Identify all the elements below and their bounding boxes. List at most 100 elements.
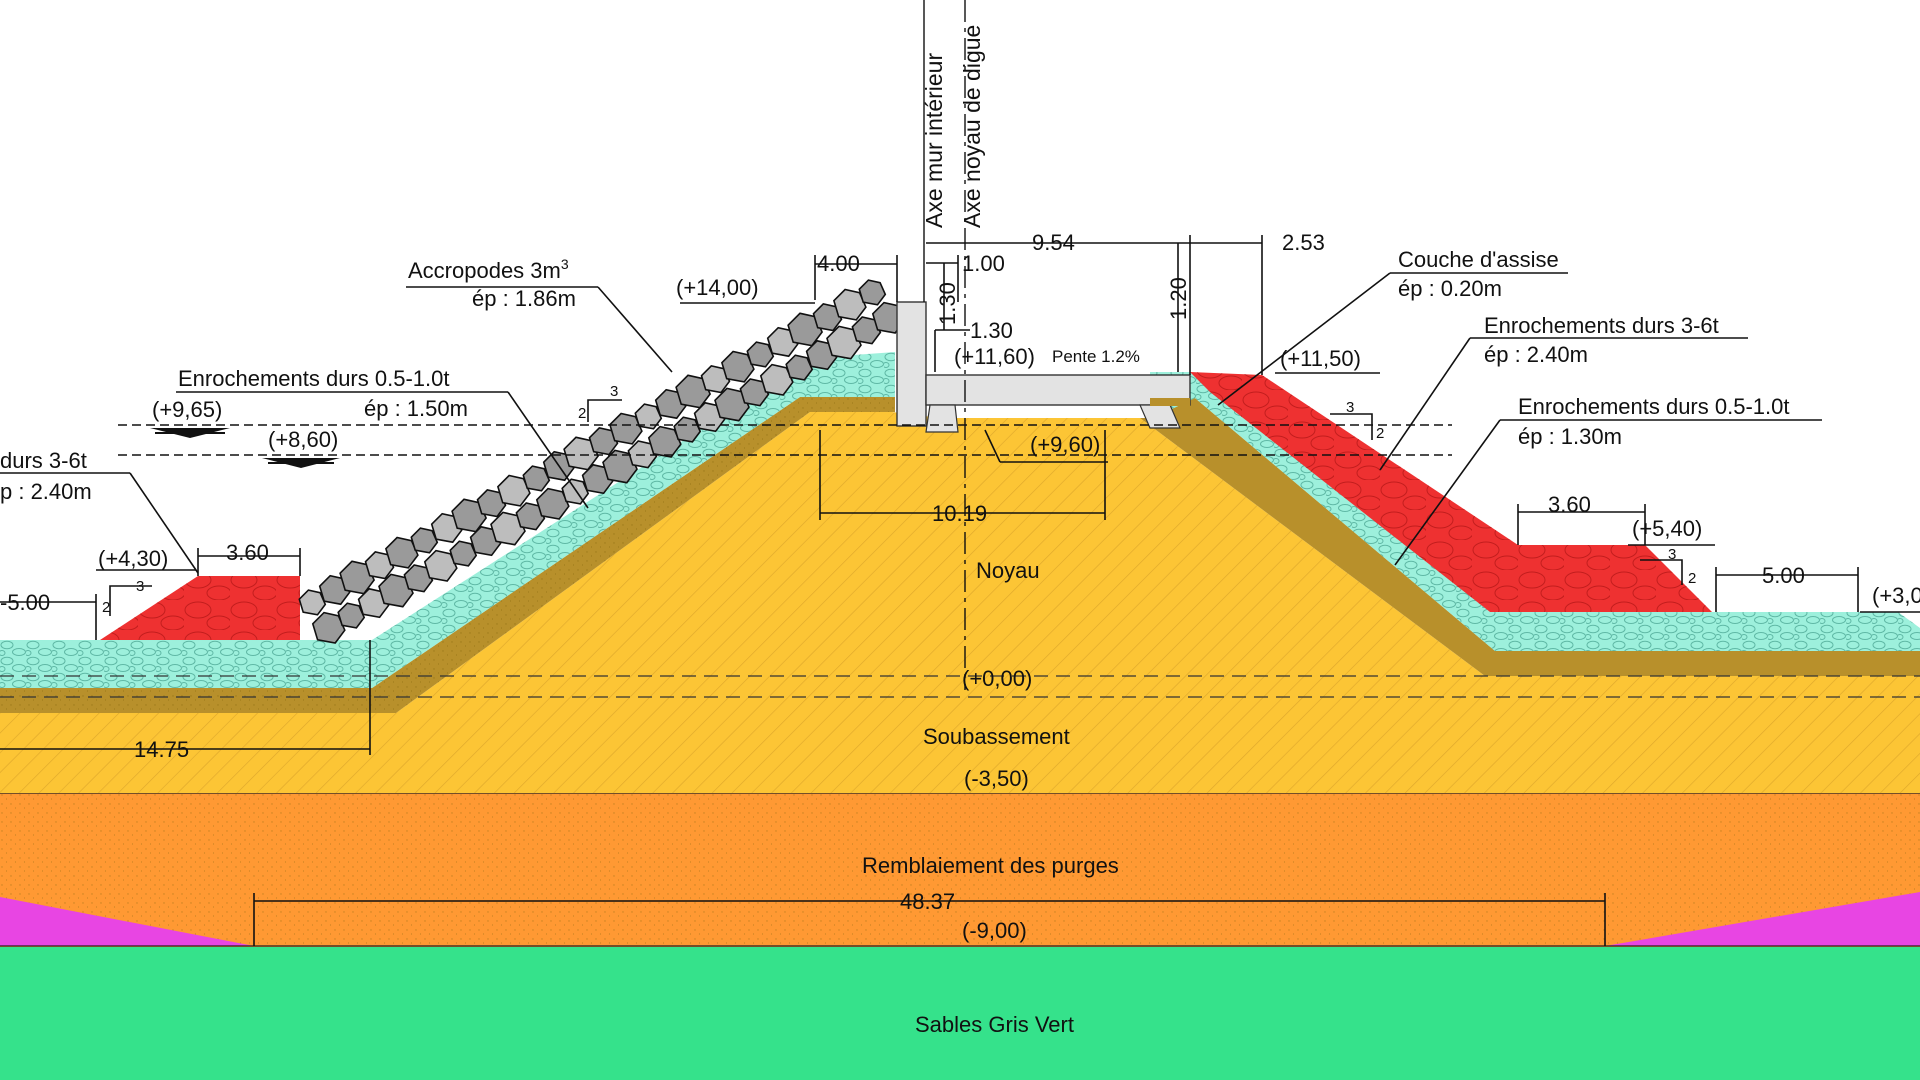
label-accropodes: Accropodes 3m3 bbox=[408, 256, 569, 283]
dim-130-vertical: 1.30 bbox=[935, 282, 960, 325]
accropode-block bbox=[746, 341, 775, 368]
accropode-block bbox=[739, 378, 770, 407]
label-pente: Pente 1.2% bbox=[1052, 347, 1140, 366]
layer-sables bbox=[0, 946, 1920, 1080]
accropode-block bbox=[490, 511, 526, 546]
accropode-block bbox=[714, 387, 750, 422]
elev-m350: (-3,50) bbox=[964, 766, 1029, 791]
slope-left-3: 3 bbox=[610, 383, 618, 400]
slope-left2-3: 3 bbox=[136, 578, 144, 595]
secondary-right-stones bbox=[1150, 372, 1920, 651]
slope-left-2: 2 bbox=[578, 405, 586, 422]
dim-360-left: 3.60 bbox=[226, 540, 269, 565]
label-enr-05-left: Enrochements durs 0.5-1.0t bbox=[178, 366, 449, 391]
label-accropodes-ep: ép : 1.86m bbox=[472, 286, 576, 311]
label-enr-05-right: Enrochements durs 0.5-1.0t bbox=[1518, 394, 1789, 419]
dim-360-right: 3.60 bbox=[1548, 492, 1591, 517]
accropode-block bbox=[832, 288, 867, 321]
elev-860: (+8,60) bbox=[268, 427, 338, 452]
accropode-block bbox=[496, 474, 531, 507]
accropode-block bbox=[608, 412, 643, 445]
secondary-left-stones bbox=[0, 352, 895, 688]
accropode-block bbox=[298, 589, 327, 616]
accropode-block bbox=[410, 527, 439, 554]
accropode-block bbox=[311, 611, 346, 644]
red-left-stones bbox=[100, 576, 300, 640]
accropode-block bbox=[515, 502, 546, 531]
axis-mur-interieur-label: Axe mur intérieur bbox=[921, 53, 947, 228]
accropodes-armour bbox=[298, 279, 906, 644]
dim-120: 1.20 bbox=[1166, 277, 1191, 320]
dim-130-horizontal: 1.30 bbox=[970, 318, 1013, 343]
dim-4837: 48.37 bbox=[900, 889, 955, 914]
elev-1150: (+11,50) bbox=[1280, 346, 1361, 371]
accropode-block bbox=[812, 303, 843, 332]
label-soubassement: Soubassement bbox=[923, 724, 1070, 749]
label-couche-assise: Couche d'assise bbox=[1398, 247, 1559, 272]
red-right-stones bbox=[1190, 372, 1712, 612]
slope-right-2: 2 bbox=[1376, 425, 1384, 442]
accropode-block bbox=[759, 363, 794, 396]
accropode-block bbox=[634, 403, 663, 430]
axis-noyau-label: Axe noyau de digue bbox=[959, 25, 985, 228]
crown-wall-slab bbox=[925, 374, 1191, 406]
elev-m900: (-9,00) bbox=[962, 918, 1027, 943]
label-enr-36-right-ep: ép : 2.40m bbox=[1484, 342, 1588, 367]
filtre-texture bbox=[0, 397, 895, 713]
water-level-triangle-icon bbox=[150, 428, 230, 438]
slope-left2-2: 2 bbox=[102, 599, 110, 616]
accropode-block bbox=[423, 549, 458, 582]
dim-1475: 14.75 bbox=[134, 737, 189, 762]
water-level-triangle-icon bbox=[262, 458, 340, 468]
label-noyau: Noyau bbox=[976, 558, 1040, 583]
accropode-block bbox=[785, 354, 814, 381]
accropode-block bbox=[787, 312, 824, 347]
accropode-block bbox=[700, 365, 731, 394]
slope-right-3: 3 bbox=[1346, 399, 1354, 416]
accropode-block bbox=[673, 416, 702, 443]
label-enr-36-right: Enrochements durs 3-6t bbox=[1484, 313, 1719, 338]
label-enr-05-left-ep: ép : 1.50m bbox=[364, 396, 468, 421]
accropode-block bbox=[451, 498, 488, 533]
lateral-fill-left bbox=[0, 897, 254, 946]
dimension-lines bbox=[0, 235, 1920, 946]
accropode-block bbox=[364, 551, 395, 580]
label-enr-36-left-ep: p : 2.40m bbox=[0, 479, 92, 504]
crown-wall-footing-left bbox=[925, 404, 959, 433]
couche-assise bbox=[1150, 398, 1190, 406]
soubassement-hatch bbox=[0, 412, 1920, 793]
accropode-block bbox=[563, 436, 600, 471]
annotation-leaders bbox=[0, 272, 1822, 574]
label-enr-36-left: durs 3-6t bbox=[0, 448, 87, 473]
elev-1160: (+11,60) bbox=[954, 344, 1035, 369]
elev-960: (+9,60) bbox=[1030, 432, 1100, 457]
accropode-block bbox=[602, 449, 638, 484]
dim-100: 1.00 bbox=[962, 251, 1005, 276]
elev-1400: (+14,00) bbox=[676, 275, 759, 300]
label-remblaiement: Remblaiement des purges bbox=[862, 853, 1119, 878]
dim-400: 4.00 bbox=[817, 251, 860, 276]
elev-540: (+5,40) bbox=[1632, 516, 1702, 541]
dim-954: 9.54 bbox=[1032, 230, 1075, 255]
accropode-block bbox=[378, 573, 414, 608]
accropode-block bbox=[720, 350, 755, 383]
accropode-block bbox=[858, 279, 887, 306]
elev-965: (+9,65) bbox=[152, 397, 222, 422]
accropode-block bbox=[535, 487, 570, 520]
elev-300: (+3,0 bbox=[1872, 583, 1920, 608]
label-sables: Sables Gris Vert bbox=[915, 1012, 1074, 1037]
dim-253: 2.53 bbox=[1282, 230, 1325, 255]
dim-500-left: -5.00 bbox=[0, 590, 50, 615]
accropode-block bbox=[337, 602, 366, 629]
dim-1019: 10.19 bbox=[932, 501, 987, 526]
accropode-block bbox=[476, 489, 507, 518]
accropode-block bbox=[522, 465, 551, 492]
accropode-block bbox=[588, 427, 619, 456]
accropode-block bbox=[384, 536, 419, 569]
elev-430: (+4,30) bbox=[98, 546, 168, 571]
accropode-block bbox=[675, 374, 712, 409]
label-enr-05-right-ep: ép : 1.30m bbox=[1518, 424, 1622, 449]
slope-right2-3: 3 bbox=[1668, 546, 1676, 563]
